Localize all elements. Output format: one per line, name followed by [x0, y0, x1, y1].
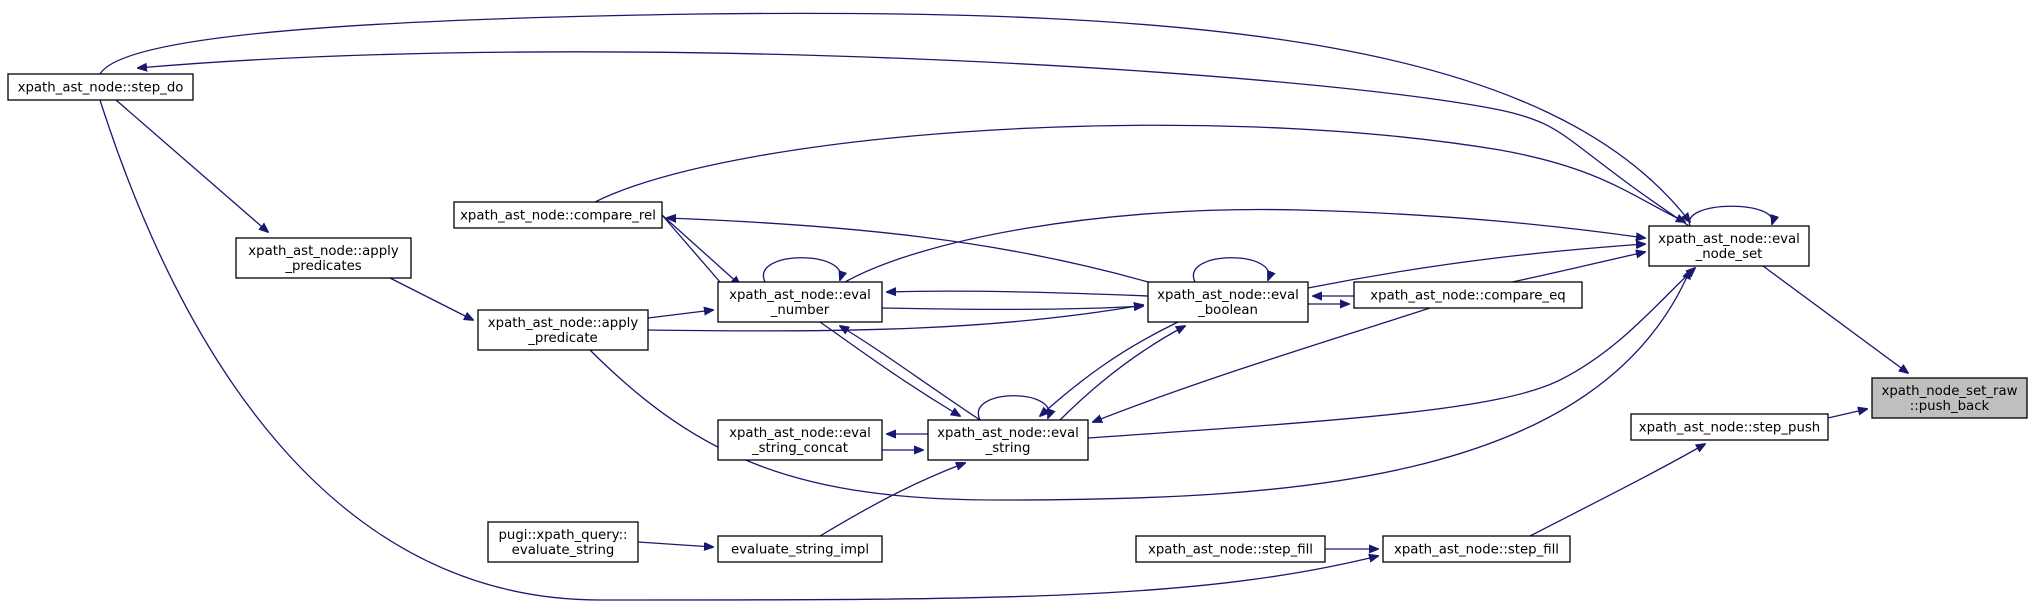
node-eval-node-set[interactable]: xpath_ast_node::eval_node_set	[1648, 225, 1810, 267]
node-step-do[interactable]: xpath_ast_node::step_do	[7, 73, 194, 101]
node-label-line: xpath_ast_node::apply	[488, 316, 639, 331]
edge-step-do-to-step-fill-b	[99, 99, 1378, 601]
node-eval-string-concat[interactable]: xpath_ast_node::eval_string_concat	[717, 419, 883, 461]
node-label-line: xpath_ast_node::apply	[248, 244, 399, 259]
node-label-line: evaluate_string_impl	[731, 543, 869, 558]
edge-step-do-to-eval-node-set	[99, 12, 1690, 222]
node-box	[717, 281, 883, 323]
node-label-line: xpath_ast_node::step_push	[1639, 421, 1820, 436]
edge-eval-number-to-eval-string	[819, 321, 960, 416]
edge-eval-node-set-to-push-back	[1762, 265, 1908, 373]
node-box	[1147, 281, 1309, 323]
edge-eval-number-to-eval-number	[762, 257, 840, 283]
edge-eval-string-to-eval-node-set	[1087, 268, 1695, 439]
node-compare-eq[interactable]: xpath_ast_node::compare_eq	[1353, 281, 1583, 309]
edge-step-push-to-push-back	[1827, 409, 1867, 419]
node-eval-string[interactable]: xpath_ast_node::eval_string	[927, 419, 1089, 461]
edge-eval-boolean-to-eval-number	[887, 291, 1149, 297]
node-box	[717, 535, 883, 563]
node-label-line: _string	[985, 441, 1031, 456]
node-compare-rel[interactable]: xpath_ast_node::compare_rel	[453, 201, 663, 229]
node-eval-number[interactable]: xpath_ast_node::eval_number	[717, 281, 883, 323]
node-box	[453, 201, 663, 229]
node-box	[487, 521, 639, 563]
node-label-line: xpath_ast_node::eval	[729, 288, 871, 303]
node-label-line: _number	[770, 303, 830, 318]
node-label-line: ::push_back	[1910, 399, 1990, 414]
node-label-line: xpath_ast_node::step_fill	[1148, 543, 1313, 558]
edge-step-do-to-apply-predicates	[115, 99, 268, 232]
edge-eval-node-set-to-step-do	[138, 51, 1690, 227]
node-label-line: xpath_node_set_raw	[1881, 384, 2017, 399]
node-step-fill-a[interactable]: xpath_ast_node::step_fill	[1135, 535, 1326, 563]
node-label-line: _boolean	[1197, 303, 1258, 318]
node-step-push[interactable]: xpath_ast_node::step_push	[1630, 413, 1829, 441]
edge-eval-string-to-eval-boolean	[1059, 326, 1185, 421]
edges-layer	[99, 12, 1908, 601]
node-box	[7, 73, 194, 101]
node-box	[477, 309, 649, 351]
node-evaluate-string-impl[interactable]: evaluate_string_impl	[717, 535, 883, 563]
edge-apply-predicate-to-eval-boolean	[647, 305, 1143, 332]
node-label-line: _node_set	[1695, 247, 1763, 262]
node-box	[1353, 281, 1583, 309]
node-eval-boolean[interactable]: xpath_ast_node::eval_boolean	[1147, 281, 1309, 323]
edge-eval-boolean-to-eval-boolean	[1192, 257, 1269, 283]
node-label-line: xpath_ast_node::eval	[937, 426, 1079, 441]
edge-eval-number-to-eval-boolean	[881, 306, 1143, 309]
edge-step-fill-b-to-step-push	[1529, 444, 1705, 537]
node-box	[1382, 535, 1571, 563]
node-box	[717, 419, 883, 461]
node-box	[1630, 413, 1829, 441]
node-label-line: xpath_ast_node::eval	[1157, 288, 1299, 303]
node-box	[927, 419, 1089, 461]
edge-compare-eq-to-eval-node-set	[1511, 252, 1645, 283]
node-label-line: xpath_ast_node::eval	[729, 426, 871, 441]
node-apply-predicates[interactable]: xpath_ast_node::apply_predicates	[235, 237, 412, 279]
nodes-layer: xpath_node_set_raw::push_backxpath_ast_n…	[7, 73, 2028, 563]
edge-eval-string-to-eval-number	[840, 326, 981, 421]
edge-apply-predicates-to-apply-predicate	[389, 277, 473, 320]
node-push-back[interactable]: xpath_node_set_raw::push_back	[1871, 377, 2028, 419]
node-label-line: xpath_ast_node::step_fill	[1394, 543, 1559, 558]
node-label-line: xpath_ast_node::compare_rel	[460, 209, 656, 224]
node-label-line: _predicates	[284, 259, 361, 274]
node-evaluate-string[interactable]: pugi::xpath_query::evaluate_string	[487, 521, 639, 563]
node-label-line: xpath_ast_node::compare_eq	[1370, 289, 1565, 304]
edge-evaluate-string-to-evaluate-string-impl	[637, 541, 713, 547]
edge-compare-eq-to-eval-string	[1093, 307, 1431, 422]
node-label-line: evaluate_string	[512, 543, 615, 558]
node-box	[1648, 225, 1810, 267]
edge-eval-boolean-to-compare-rel	[667, 218, 1149, 283]
node-box	[1871, 377, 2028, 419]
node-label-line: xpath_ast_node::eval	[1658, 232, 1800, 247]
node-box	[1135, 535, 1326, 563]
edge-apply-predicate-to-eval-number	[647, 310, 713, 319]
edge-evaluate-string-impl-to-eval-string	[819, 463, 965, 537]
edge-compare-rel-to-eval-node-set	[594, 124, 1685, 222]
edge-eval-node-set-to-eval-node-set	[1688, 205, 1772, 227]
node-label-line: _predicate	[527, 331, 597, 346]
edge-eval-number-to-eval-node-set	[844, 208, 1645, 283]
node-label-line: xpath_ast_node::step_do	[18, 81, 184, 96]
node-label-line: pugi::xpath_query::	[498, 528, 627, 543]
edge-eval-boolean-to-eval-string	[1040, 321, 1179, 416]
edge-apply-predicate-to-eval-node-set	[589, 270, 1690, 501]
node-box	[235, 237, 412, 279]
node-apply-predicate[interactable]: xpath_ast_node::apply_predicate	[477, 309, 649, 351]
node-label-line: _string_concat	[751, 441, 848, 456]
edge-compare-rel-to-eval-number	[661, 214, 740, 285]
edge-eval-string-to-eval-string	[977, 395, 1049, 421]
edge-eval-boolean-to-eval-node-set	[1307, 244, 1645, 289]
node-step-fill-b[interactable]: xpath_ast_node::step_fill	[1382, 535, 1571, 563]
